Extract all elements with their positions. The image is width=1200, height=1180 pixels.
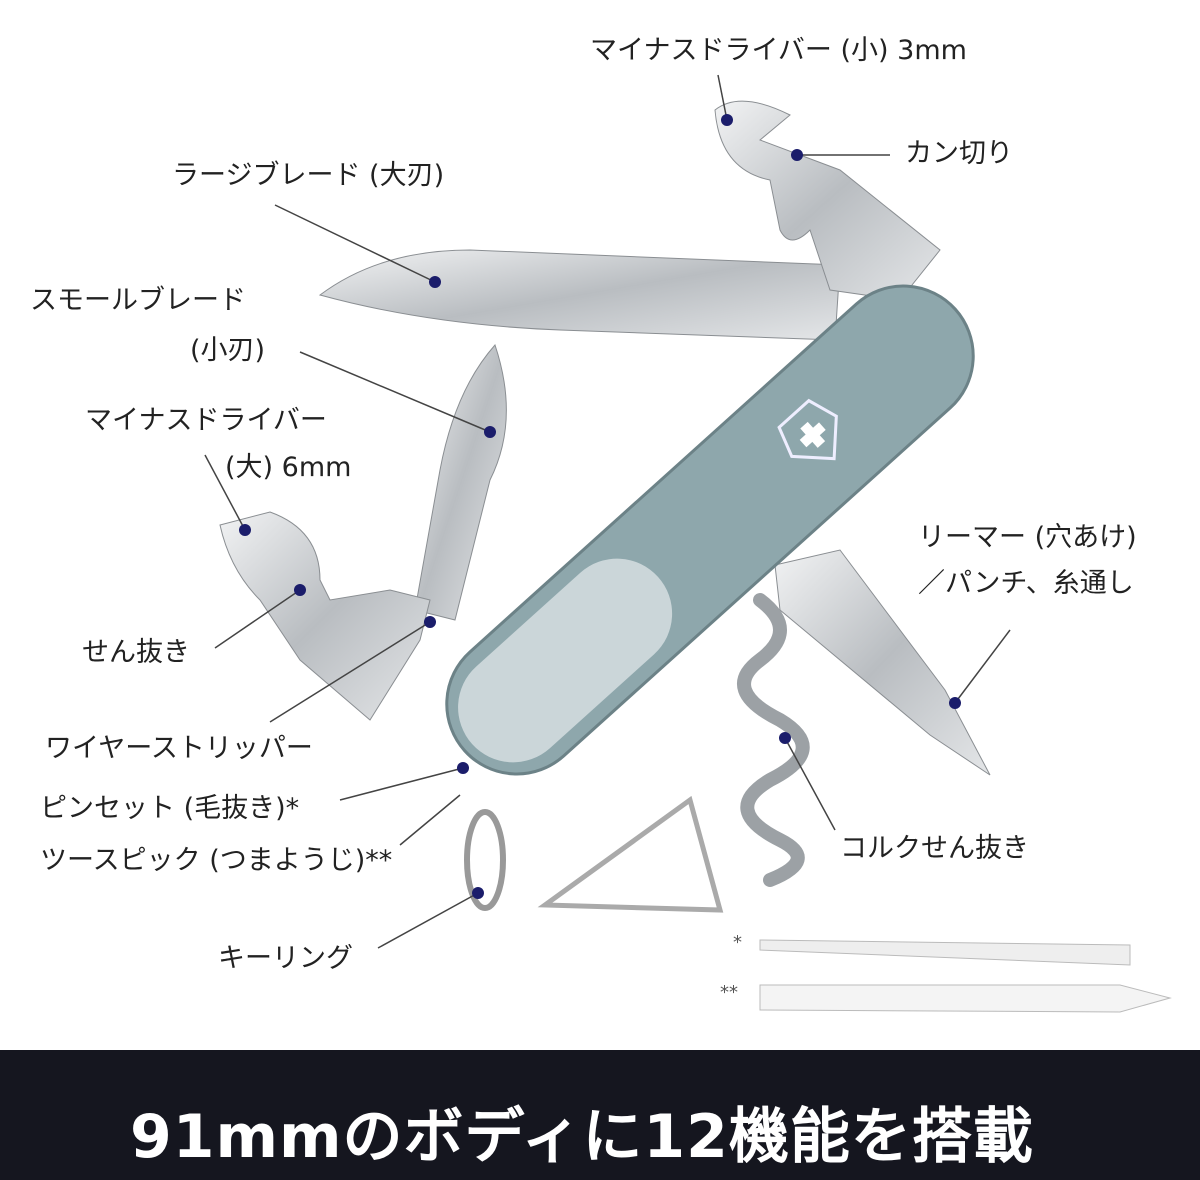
label-wire-stripper: ワイヤーストリッパー <box>45 733 313 764</box>
marker-dot <box>484 426 496 438</box>
marker-dot <box>294 584 306 596</box>
label-can-opener: カン切り <box>905 138 1013 169</box>
label-small-blade-1: スモールブレード <box>30 285 246 316</box>
label-large-blade: ラージブレード (大刃) <box>172 160 445 191</box>
label-reamer-1: リーマー (穴あけ) <box>918 522 1137 553</box>
label-corkscrew: コルクせん抜き <box>840 833 1029 864</box>
toothpick-image <box>759 984 1172 1013</box>
label-small-blade-2: (小刃) <box>190 335 266 366</box>
label-tweezers: ピンセット (毛抜き)* <box>40 793 300 824</box>
label-toothpick: ツースピック (つまようじ)** <box>40 845 393 876</box>
marker-dot <box>791 149 803 161</box>
can-opener <box>714 100 941 301</box>
large-blade <box>318 249 841 341</box>
marker-dot <box>472 887 484 899</box>
label-small-screwdriver: マイナスドライバー (小) 3mm <box>590 35 967 66</box>
toothpick-mark: ** <box>720 982 738 1003</box>
marker-dot <box>457 762 469 774</box>
pendant <box>537 795 724 913</box>
label-large-screwdriver-2: (大) 6mm <box>225 452 352 483</box>
label-key-ring: キーリング <box>218 943 353 974</box>
leader-lines <box>204 74 1011 949</box>
label-bottle-opener: せん抜き <box>82 637 190 668</box>
marker-dot <box>239 524 251 536</box>
label-reamer-2: ／パンチ、糸通し <box>918 568 1134 599</box>
marker-dot <box>429 276 441 288</box>
marker-dot <box>779 732 791 744</box>
marker-dot <box>424 616 436 628</box>
small-blade <box>414 344 507 621</box>
key-ring <box>464 809 506 911</box>
marker-dot <box>949 697 961 709</box>
bottle-opener-tool <box>219 511 431 721</box>
corkscrew <box>737 593 810 887</box>
banner-text: 91mmのボディに12機能を搭載 <box>130 1102 1034 1172</box>
bottom-banner <box>0 1050 1200 1180</box>
cross-shield-icon <box>777 398 838 461</box>
tweezers-mark: * <box>733 932 742 953</box>
label-large-screwdriver-1: マイナスドライバー <box>85 405 327 436</box>
tweezers-image <box>759 939 1131 966</box>
knife-diagram <box>204 74 1172 1013</box>
marker-dot <box>721 114 733 126</box>
